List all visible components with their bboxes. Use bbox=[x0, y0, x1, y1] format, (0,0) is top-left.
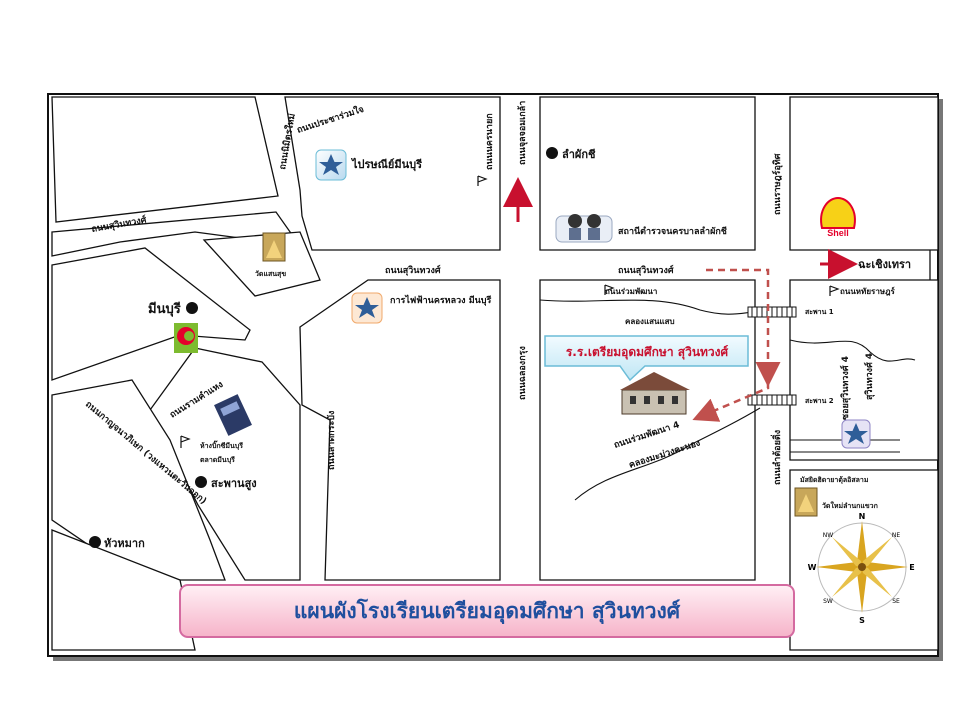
city-blocks bbox=[51, 96, 939, 651]
bridge1-label: สะพาน 1 bbox=[805, 308, 834, 316]
block-ne bbox=[789, 96, 939, 251]
police-icon bbox=[555, 214, 613, 243]
block-w-mid bbox=[51, 247, 251, 381]
label-post-office: ไปรษณีย์มีนบุรี bbox=[350, 157, 422, 172]
road-label-ruam-n: ถนนร่วมพัฒนา bbox=[605, 287, 657, 296]
map-title: แผนผังโรงเรียนเตรียมอุดมศึกษา สุวินทวงศ์ bbox=[294, 598, 681, 625]
route-dashed-1 bbox=[706, 268, 781, 387]
star-icon bbox=[355, 297, 379, 318]
label-chachoengsao: ฉะเชิงเทรา bbox=[858, 258, 911, 271]
svg-text:N: N bbox=[859, 512, 866, 521]
label-police: สถานีตำรวจนครบาลลำผักชี bbox=[618, 226, 727, 237]
school-callout-text: ร.ร.เตรียมอุดมศึกษา สุวินทวงศ์ bbox=[566, 345, 729, 360]
bridge2-label: สะพาน 2 bbox=[805, 397, 834, 405]
label-wat-saensuk: วัดแสนสุข bbox=[255, 270, 286, 278]
label-mosque: มัสยิดฮิดายาตุ้ลอิสลาม bbox=[800, 475, 869, 484]
flag-icon-1 bbox=[477, 175, 488, 186]
svg-text:SE: SE bbox=[892, 598, 900, 605]
canal-e1 bbox=[789, 339, 916, 362]
market-sign-icon bbox=[214, 394, 252, 436]
post-office-marker bbox=[315, 149, 347, 181]
block-n-center bbox=[284, 96, 501, 251]
label-saphansung: สะพานสูง bbox=[211, 477, 257, 491]
block-center bbox=[299, 279, 501, 581]
temple-east-marker bbox=[841, 419, 871, 449]
flag-icon-2 bbox=[180, 435, 191, 448]
road-label-suwin-center: ถนนสุวินทวงศ์ bbox=[385, 264, 441, 276]
svg-text:S: S bbox=[859, 616, 865, 625]
block-sw-bottom bbox=[51, 529, 196, 651]
road-label-nakhonnayok: ถนนนครนายก bbox=[485, 113, 495, 170]
khlong-line bbox=[574, 407, 761, 501]
electricity-marker bbox=[351, 292, 383, 324]
dot-huamak bbox=[89, 536, 101, 548]
place-dots bbox=[89, 147, 558, 548]
label-huamak: หัวหมาก bbox=[104, 537, 145, 550]
store-logo-icon bbox=[174, 323, 198, 353]
label-temple-e2: วัดใหม่ลำนกแขวก bbox=[822, 501, 878, 510]
compass-rose-icon: N S E W NE NW SE SW bbox=[808, 512, 915, 625]
road-label-rat-uthit: ถนนราษฎร์อุทิศ bbox=[771, 153, 783, 215]
block-nw bbox=[51, 96, 279, 223]
star-icon bbox=[844, 423, 868, 444]
temple-east-icon bbox=[794, 487, 818, 517]
canal-school-n bbox=[539, 299, 756, 315]
road-label-lat-krabang: ถนนลาดกระบัง bbox=[326, 411, 337, 470]
label-market2: ตลาดมีนบุรี bbox=[200, 456, 235, 464]
road-label-north-side: ถนนจุลจอมเกล้า bbox=[517, 101, 528, 165]
block-n-right bbox=[539, 96, 756, 251]
temple-icon bbox=[262, 232, 286, 262]
dot-lampakchi bbox=[546, 147, 558, 159]
school-callout: ร.ร.เตรียมอุดมศึกษา สุวินทวงศ์ bbox=[544, 335, 749, 382]
shell-logo-icon: Shell bbox=[820, 196, 856, 238]
flag-icons bbox=[180, 175, 840, 448]
svg-text:W: W bbox=[808, 563, 817, 572]
dot-saphansung bbox=[195, 476, 207, 488]
flag-icon-4 bbox=[829, 285, 840, 296]
label-electricity: การไฟฟ้านครหลวง มีนบุรี bbox=[390, 294, 491, 306]
star-icon bbox=[319, 154, 343, 175]
school-building-icon bbox=[620, 372, 690, 415]
flag-icon-3 bbox=[604, 284, 615, 295]
label-market: ห้างบิ๊กซีมีนบุรี bbox=[200, 440, 243, 450]
route-dashed-2 bbox=[692, 382, 770, 422]
road-label-suwin-e: ถนนสุวินทวงศ์ bbox=[618, 264, 674, 276]
title-banner: แผนผังโรงเรียนเตรียมอุดมศึกษา สุวินทวงศ์ bbox=[179, 584, 795, 638]
block-w-strip bbox=[51, 211, 302, 257]
road-label-suwin4: สุวินทวงศ์ 4 bbox=[863, 353, 875, 400]
road-label-lam-toi-ting: ถนนลำต้อยติ่ง bbox=[770, 430, 783, 485]
svg-text:NE: NE bbox=[892, 532, 900, 539]
svg-text:SW: SW bbox=[823, 598, 833, 605]
bridge-1 bbox=[747, 306, 797, 318]
block-sw bbox=[51, 379, 226, 581]
road-label-saensaep: คลองแสนแสบ bbox=[625, 317, 675, 326]
bridge-2 bbox=[747, 394, 797, 406]
label-minburi: มีนบุรี bbox=[148, 301, 181, 317]
svg-text:Shell: Shell bbox=[827, 228, 849, 238]
svg-text:NW: NW bbox=[823, 532, 833, 539]
label-lampakchi: ลำผักชี bbox=[562, 148, 596, 161]
dot-minburi bbox=[186, 302, 198, 314]
road-label-hathairat: ถนนหทัยราษฎร์ bbox=[840, 286, 895, 296]
svg-text:E: E bbox=[909, 563, 914, 572]
road-label-chalongkrung: ถนนฉลองกรุง bbox=[518, 346, 528, 400]
road-label-soi4: ซอยสุวินทวงศ์ 4 bbox=[839, 356, 851, 420]
